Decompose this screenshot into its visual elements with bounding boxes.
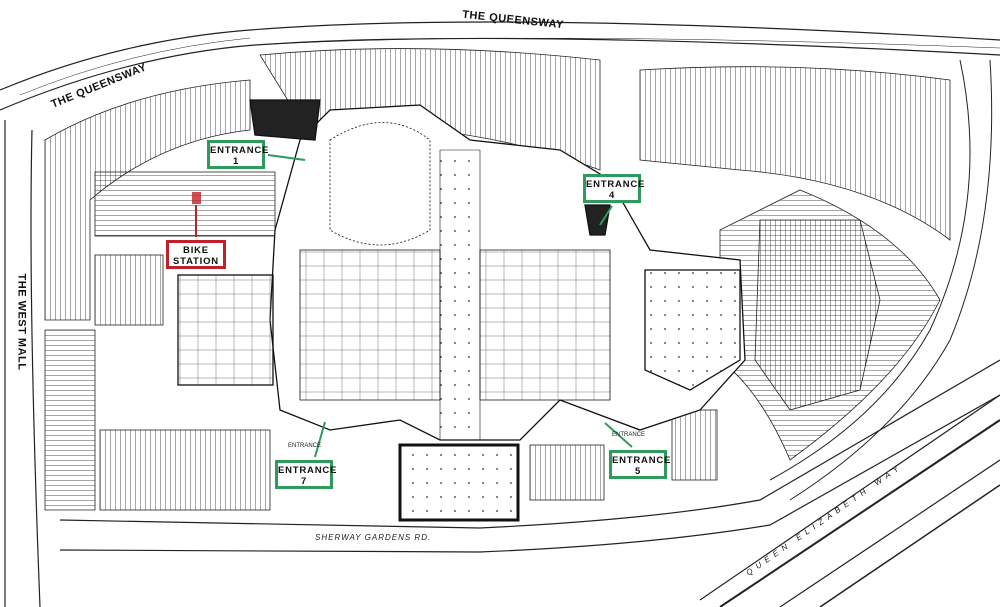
entrance-5-label: ENTRANCE [612,455,672,466]
entrance-5-callout[interactable]: ENTRANCE 5 [609,450,672,479]
bike-station-label-2: STATION [173,256,219,267]
entrance-4-callout[interactable]: ENTRANCE 4 [583,174,646,203]
label-sherway-gardens-rd: SHERWAY GARDENS RD. [315,533,432,542]
entrance-1-callout[interactable]: ENTRANCE 1 [207,140,270,169]
label-entrance-small-west: ENTRANCE [288,443,322,449]
parking-lots [44,48,951,511]
bike-station-label-1: BIKE [183,245,209,256]
label-west-mall: THE WEST MALL [15,273,28,371]
east-road [769,59,993,501]
mall-building [177,99,746,522]
bike-station-marker [192,192,201,204]
road-queensway [0,21,1000,111]
entrance-4-number: 4 [608,190,616,201]
entrance-4-label: ENTRANCE [586,179,646,190]
entrance-7-number: 7 [300,476,308,487]
entrance-7-callout[interactable]: ENTRANCE 7 [275,460,338,489]
entrance-1-number: 1 [232,156,240,167]
callout-leaders [195,154,633,458]
entrance-1-label: ENTRANCE [210,145,270,156]
road-west-mall [4,120,41,607]
road-qew [699,394,1000,607]
entrance-5-number: 5 [634,466,642,477]
entrance-7-label: ENTRANCE [278,465,338,476]
label-entrance-small-east: ENTRANCE [612,432,646,438]
bike-station-callout[interactable]: BIKE STATION [166,240,226,269]
road-sherway-gardens [59,359,1000,553]
